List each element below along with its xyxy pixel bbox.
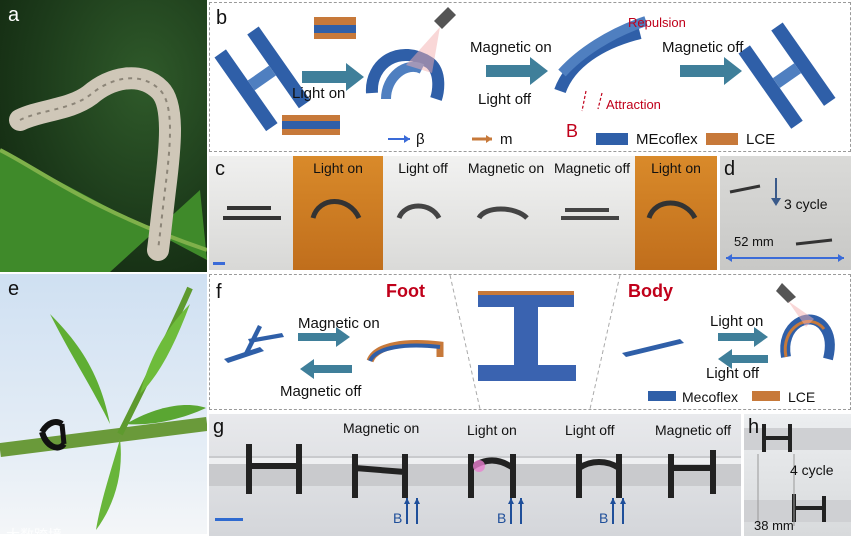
b-light-on: Light on: [292, 85, 346, 102]
c-frame-4: Magnetic off: [549, 156, 635, 270]
f-foot-title: Foot: [386, 281, 425, 301]
c-frame-2: Light off: [383, 156, 463, 270]
c-robots: [213, 199, 698, 265]
h-distance: 38 mm: [754, 518, 794, 533]
g-B-2: B: [497, 510, 507, 526]
c-frame-label-5: Light on: [651, 160, 701, 176]
panel-b-schematic: [214, 7, 836, 145]
panel-g-label: g: [213, 416, 225, 438]
panel-c-photo-strip: Light on Light off Magnetic on Magnetic …: [209, 156, 717, 270]
b-legend-beta: β: [416, 131, 425, 148]
b-attraction: Attraction: [606, 97, 661, 112]
f-body-title: Body: [628, 281, 673, 301]
watermark: 大数跨境: [6, 527, 62, 543]
panel-f-schematic: [224, 275, 835, 409]
f-legend-mecoflex: Mecoflex: [682, 389, 739, 405]
f-body-light-on: Light on: [710, 313, 764, 330]
panel-f-label: f: [216, 281, 222, 303]
panel-c-label: c: [215, 158, 225, 180]
panel-e-photo: e: [0, 274, 207, 534]
panel-a-photo: a: [0, 0, 207, 272]
panel-b-label: b: [216, 7, 228, 29]
g-step-2: Light off: [565, 422, 615, 438]
c-frame-0: [209, 156, 293, 270]
g-step-0: Magnetic on: [343, 420, 420, 436]
c-frame-3: Magnetic on: [463, 156, 549, 270]
c-frame-1: Light on: [293, 156, 383, 270]
h-cycle: 4 cycle: [790, 462, 834, 478]
panel-h-label: h: [748, 416, 760, 438]
b-legend-m: m: [500, 131, 513, 148]
panel-d-label: d: [724, 158, 736, 180]
b-magnetic-off: Magnetic off: [662, 39, 744, 56]
b-light-off: Light off: [478, 91, 532, 108]
d-track: [726, 178, 844, 262]
b-B: B: [566, 121, 579, 141]
f-body-light-off: Light off: [706, 365, 760, 382]
c-frame-label-1: Light on: [313, 160, 363, 176]
g-B-1: B: [393, 510, 403, 526]
c-frame-label-3: Magnetic on: [467, 160, 545, 176]
g-rod-robots: [209, 444, 741, 524]
b-legend-lce: LCE: [746, 131, 776, 148]
caterpillar-illustration: [0, 67, 207, 272]
d-cycle: 3 cycle: [784, 196, 828, 212]
f-foot-magnetic-on: Magnetic on: [298, 315, 380, 332]
g-step-1: Light on: [467, 422, 517, 438]
panel-f: f Foot Body Magnetic on Magnetic off Lig…: [209, 274, 851, 410]
panel-a-label: a: [8, 4, 20, 26]
panel-e-label: e: [8, 278, 20, 300]
f-foot-magnetic-off: Magnetic off: [280, 383, 362, 400]
bamboo-illustration: [0, 286, 207, 530]
g-B-3: B: [599, 510, 609, 526]
d-distance: 52 mm: [734, 234, 774, 249]
g-step-3: Magnetic off: [655, 422, 732, 438]
panel-h-photo: h 4 cycle 38 mm: [744, 414, 851, 536]
panel-g-photo: g Magnetic on Light on Light off Magneti…: [209, 414, 741, 536]
f-legend-lce: LCE: [788, 389, 816, 405]
c-frame-label-4: Magnetic off: [553, 160, 630, 176]
b-magnetic-on: Magnetic on: [470, 39, 552, 56]
h-rods: [744, 424, 851, 526]
b-repulsion: Repulsion: [628, 15, 686, 30]
panel-b: b: [209, 2, 851, 152]
b-legend-mecoflex: MEcoflex: [636, 131, 698, 148]
panel-d-photo: d 3 cycle 52 mm: [720, 156, 851, 270]
c-frame-label-2: Light off: [398, 160, 448, 176]
